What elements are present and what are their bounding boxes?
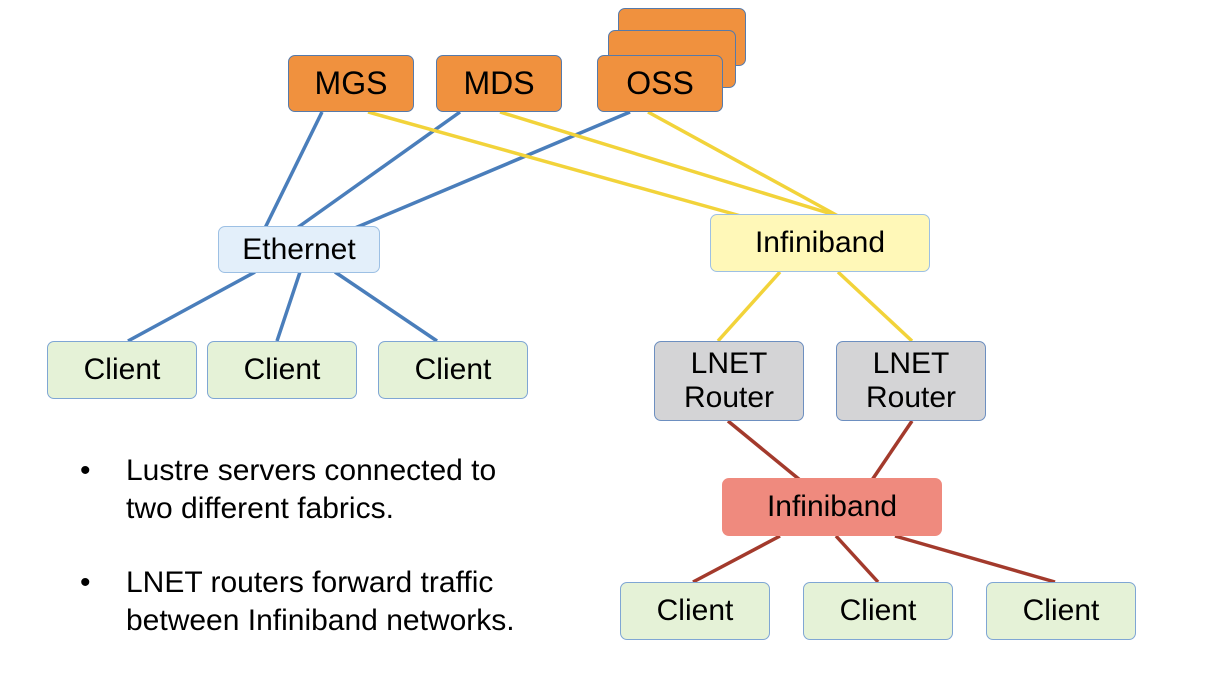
infiniband-link — [836, 270, 914, 343]
client-label: Client — [243, 353, 321, 387]
mds-node: MDS — [436, 55, 562, 112]
client-label: Client — [83, 353, 161, 387]
router-label-line2: Router — [683, 381, 775, 414]
infiniband-top-label: Infiniband — [754, 226, 886, 260]
mgs-label: MGS — [314, 64, 388, 101]
bullet-marker: • — [80, 454, 91, 487]
note-item: • LNET routers forward traffic between In… — [80, 564, 550, 640]
router-label-line2: Router — [865, 381, 957, 414]
note-text: LNET routers forward traffic between Inf… — [126, 566, 515, 637]
ethernet-network-node: Ethernet — [218, 226, 380, 273]
ethernet-link — [263, 111, 324, 229]
routed-link — [692, 534, 781, 584]
oss-node: OSS — [597, 55, 723, 112]
ethernet-link — [275, 271, 302, 342]
infiniband-client-node: Client — [620, 582, 770, 640]
infiniband-network-node-top: Infiniband — [710, 214, 930, 272]
infiniband-link — [499, 110, 839, 218]
client-label: Client — [839, 594, 917, 628]
mgs-node: MGS — [288, 55, 414, 112]
ethernet-link — [354, 110, 631, 230]
infiniband-client-node: Client — [803, 582, 953, 640]
infiniband-link — [367, 110, 749, 220]
ethernet-link — [334, 270, 438, 343]
infiniband-link — [716, 270, 782, 343]
infiniband-client-node: Client — [986, 582, 1136, 640]
router-label-line1: LNET — [872, 347, 950, 381]
ethernet-link — [127, 270, 256, 343]
client-label: Client — [414, 353, 492, 387]
client-label: Client — [1022, 594, 1100, 628]
router-label-line1: LNET — [690, 347, 768, 381]
routed-link — [834, 534, 880, 584]
routed-link — [726, 419, 802, 482]
note-text: Lustre servers connected to two differen… — [126, 454, 497, 525]
oss-label: OSS — [626, 64, 694, 101]
mds-label: MDS — [463, 64, 535, 101]
notes-list: • Lustre servers connected to two differe… — [80, 452, 550, 676]
routed-link — [870, 420, 914, 481]
bullet-marker: • — [80, 566, 91, 599]
infiniband-link — [647, 110, 839, 218]
ethernet-client-node: Client — [47, 341, 197, 399]
ethernet-label: Ethernet — [242, 232, 356, 266]
note-item: • Lustre servers connected to two differe… — [80, 452, 550, 528]
ethernet-client-node: Client — [207, 341, 357, 399]
routed-link — [894, 534, 1056, 584]
ethernet-client-node: Client — [378, 341, 528, 399]
infiniband-bottom-label: Infiniband — [766, 490, 898, 524]
client-label: Client — [656, 594, 734, 628]
infiniband-network-node-bottom: Infiniband — [722, 478, 942, 536]
